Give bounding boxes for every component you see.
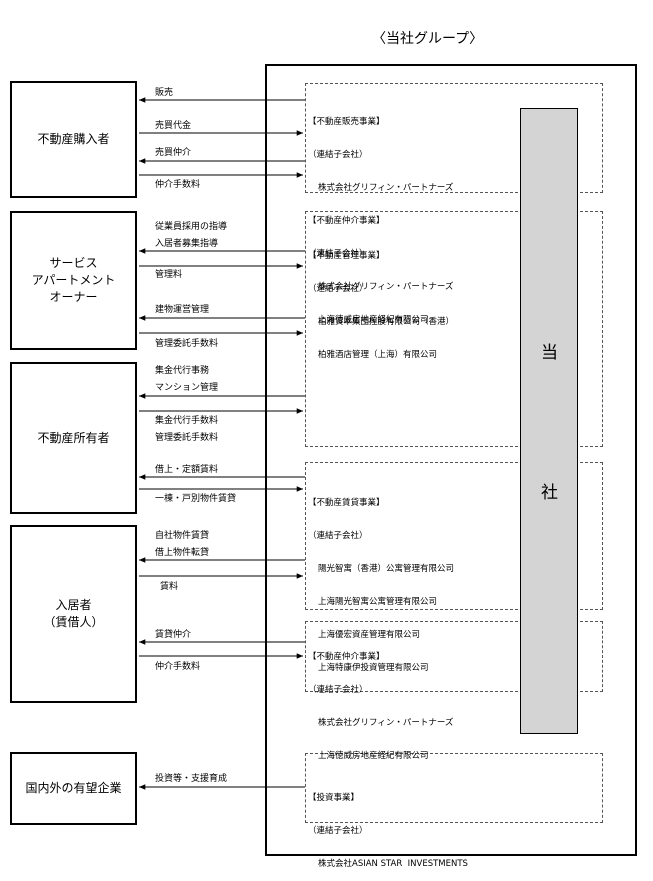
- flow-label: 管理委託手数料: [155, 433, 219, 443]
- segment-sub: （連結子会社）: [308, 249, 368, 259]
- flow-label: 販売: [155, 88, 174, 98]
- flow-label: 投資等・支援育成: [155, 774, 228, 784]
- flow-label: 一棟・戸別物件賃貸: [155, 494, 237, 504]
- segment-heading: 【投資事業】: [308, 793, 360, 803]
- box-promising-companies: 国内外の有望企業: [10, 752, 137, 825]
- segment-heading: 【不動産販売事業】: [308, 117, 385, 127]
- segment-sub: （連結子会社）: [308, 150, 368, 160]
- segment-company: 陽光智寓（香港）公寓管理有限公司: [318, 564, 455, 574]
- segment-box-leasing: [305, 462, 603, 610]
- segment-company: 株式会社ASIAN STAR INVESTMENTS: [318, 859, 468, 869]
- flow-label: 売買仲介: [155, 148, 192, 158]
- flow-label: 従業員採用の指導: [155, 222, 228, 232]
- segment-text-sales-brokerage: 【不動産販売事業】 （連結子会社） 株式会社グリフィン・パートナーズ 【不動産仲…: [308, 95, 453, 337]
- company-label-1: 当: [541, 343, 558, 363]
- flow-label: 売買代金: [155, 121, 192, 131]
- segment-company: 柏雅資本集団控股有限公司（香港）: [318, 317, 455, 327]
- box-real-estate-buyer: 不動産購入者: [10, 81, 137, 198]
- segment-heading: 【不動産仲介事業】: [308, 216, 385, 226]
- segment-sub: （連結子会社）: [308, 826, 368, 836]
- segment-sub: （連結子会社）: [308, 685, 368, 695]
- box-property-owner: 不動産所有者: [10, 362, 137, 514]
- flow-label: 管理料: [155, 270, 183, 280]
- diagram-title: 〈当社グループ〉: [372, 31, 484, 47]
- segment-box-management: [305, 211, 603, 447]
- flow-label: 管理委託手数料: [155, 339, 219, 349]
- segment-text-management: 【不動産管理事業】 （連結子会社） 柏雅資本集団控股有限公司（香港） 柏雅酒店管…: [308, 229, 454, 372]
- flow-label: 集金代行手数料: [155, 416, 219, 426]
- box-serviced-apartment-owner: サービス アパートメント オーナー: [10, 211, 137, 350]
- segment-company: 株式会社グリフィン・パートナーズ: [318, 282, 454, 292]
- segment-box-sales-brokerage: [305, 83, 603, 193]
- segment-company: 株式会社グリフィン・パートナーズ: [318, 183, 454, 193]
- flow-label: 集金代行事務: [155, 366, 210, 376]
- segment-company: 柏雅酒店管理（上海）有限公司: [318, 350, 438, 360]
- box-tenant: 入居者 （賃借人）: [10, 525, 137, 703]
- company-bar: [520, 108, 578, 734]
- segment-company: 上海優宏資産管理有限公司: [318, 630, 421, 640]
- group-frame: [265, 64, 637, 856]
- flow-label: 賃貸仲介: [155, 630, 192, 640]
- flow-label: 自社物件賃貸: [155, 531, 210, 541]
- flow-label: 借上・定額賃料: [155, 465, 219, 475]
- segment-sub: （連結子会社）: [308, 531, 368, 541]
- segment-text-brokerage: 【不動産仲介事業】 （連結子会社） 株式会社グリフィン・パートナーズ 上海徳威房…: [308, 630, 453, 773]
- flow-label: マンション管理: [155, 383, 219, 393]
- segment-heading: 【不動産賃貸事業】: [308, 498, 385, 508]
- flow-label: 賃料: [160, 582, 179, 592]
- flow-label: 仲介手数料: [155, 180, 201, 190]
- segment-company: 株式会社グリフィン・パートナーズ: [318, 718, 454, 728]
- flow-label: 建物運営管理: [155, 305, 210, 315]
- segment-box-brokerage: [305, 621, 603, 692]
- segment-company: 上海徳威房地産経紀有限公司: [318, 751, 429, 761]
- segment-box-investment: [305, 753, 603, 823]
- flow-label: 借上物件転貸: [155, 548, 210, 558]
- segment-company: 上海陽光智寓公寓管理有限公司: [318, 597, 438, 607]
- segment-company: 上海徳威房地産経紀有限公司: [318, 315, 429, 325]
- segment-company: 上海特康伊投資管理有限公司: [318, 663, 429, 673]
- segment-heading: 【不動産管理事業】: [308, 251, 385, 261]
- segment-text-investment: 【投資事業】 （連結子会社） 株式会社ASIAN STAR INVESTMENT…: [308, 771, 468, 881]
- flow-label: 仲介手数料: [155, 662, 201, 672]
- segment-text-leasing: 【不動産賃貸事業】 （連結子会社） 陽光智寓（香港）公寓管理有限公司 上海陽光智…: [308, 476, 454, 685]
- company-label-2: 社: [541, 483, 558, 503]
- segment-sub: （連結子会社）: [308, 284, 368, 294]
- segment-heading: 【不動産仲介事業】: [308, 652, 385, 662]
- flow-label: 入居者募集指導: [155, 239, 219, 249]
